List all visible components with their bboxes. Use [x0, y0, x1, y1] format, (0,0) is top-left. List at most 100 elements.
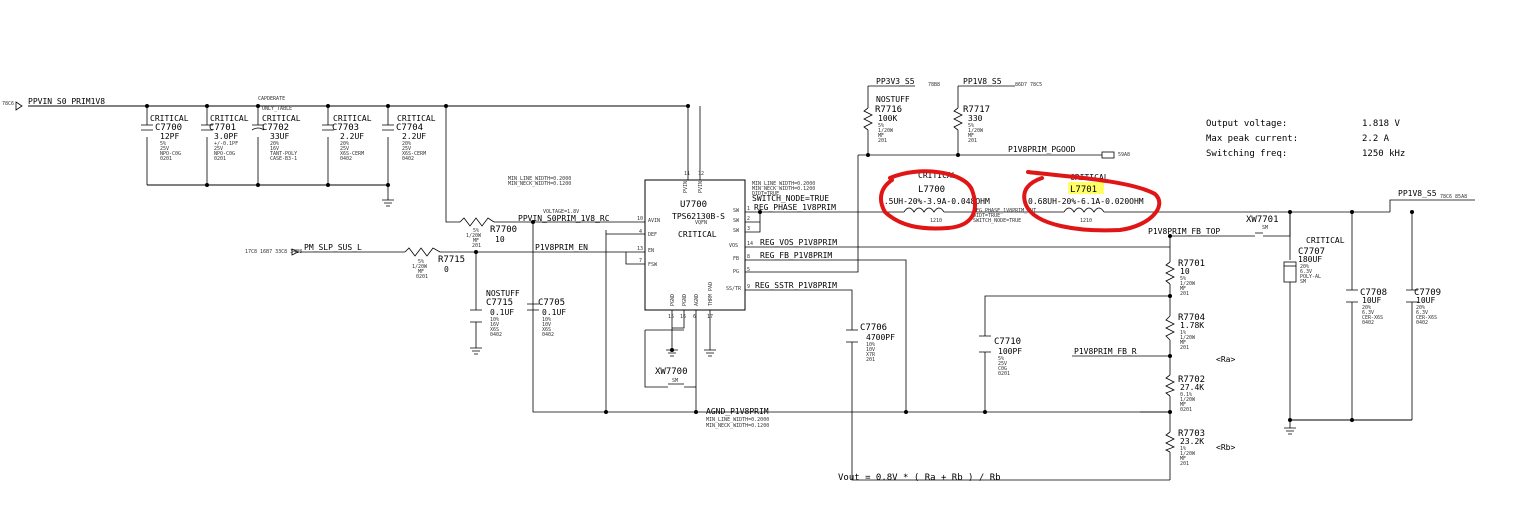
capacitor-icon	[527, 303, 539, 311]
ground-icon	[704, 349, 716, 357]
ref-designator: C7700	[155, 123, 182, 133]
junction-dot	[694, 410, 698, 414]
resistor-package: 201	[878, 138, 887, 144]
switch-node-note: SWITCH_NODE=TRUE	[752, 194, 829, 203]
resistor-value: 10	[1180, 267, 1190, 276]
inductor-icon	[903, 207, 945, 213]
voltage-note: VOLTAGE=1.8V	[543, 209, 579, 215]
cap-voltage: 25V	[160, 146, 169, 152]
resistor-r7716: NOSTUFF R7716 100K 5% 1/20W MF 201	[863, 95, 910, 144]
net-sstr: REG_SSTR_P1V8PRIM	[755, 281, 837, 290]
cap-dielectric: X6S	[490, 327, 499, 333]
inductor-package: 1210	[1080, 218, 1092, 224]
cap-tolerance: 20%	[1416, 305, 1425, 311]
net-phase: REG_PHASE_1V8PRIM	[754, 203, 836, 212]
cap-voltage: 25V	[998, 361, 1007, 367]
net-short-icon	[660, 383, 692, 388]
ref-designator: C7710	[994, 337, 1021, 347]
capacitor-icon	[1406, 289, 1418, 303]
cap-value: 100PF	[998, 347, 1022, 356]
cap-tolerance: 20%	[270, 141, 279, 147]
pin-number: 5	[747, 267, 750, 273]
capacitor-icon	[201, 124, 213, 131]
capacitor-icon	[470, 309, 482, 323]
cap-dielectric: CER-X6S	[1362, 315, 1383, 321]
resistor-type: MF	[968, 133, 974, 139]
ref-designator: C7704	[396, 123, 423, 133]
cap-voltage: 10V	[866, 347, 875, 353]
cap-dielectric: NPO-C0G	[214, 151, 235, 157]
offpage-ref: 78C6	[2, 101, 14, 107]
highlight-box	[1068, 182, 1104, 194]
cap-dielectric: X6S	[542, 327, 551, 333]
junction-dot	[1350, 210, 1354, 214]
junction-dot	[1168, 234, 1172, 238]
resistor-package: 201	[1180, 291, 1189, 297]
capacitor-c7703: CRITICAL C7703 2.2UF 20% 25V X6S-CERM 04…	[322, 114, 372, 162]
resistor-power: 1/20W	[466, 233, 482, 239]
capacitor-c7708: C7708 10UF 20% 6.3V CER-X6S 0402	[1346, 288, 1387, 326]
net-pgood: P1V8PRIM_PGOOD	[1008, 145, 1076, 154]
ref-designator: L7700	[918, 185, 945, 195]
ref-designator: R7703	[1178, 429, 1205, 439]
ref-designator: C7701	[209, 123, 236, 133]
cap-value: 10UF	[1416, 296, 1435, 305]
resistor-tolerance: 0.1%	[1180, 392, 1192, 398]
ref-designator: XW7700	[655, 367, 688, 377]
ic-u7700: U7700 TPS62130B-S VQFN CRITICAL 10 AVIN …	[637, 171, 753, 320]
cap-value: 0.1UF	[542, 308, 566, 317]
min-line-note: MIN_LINE_WIDTH=0.2000	[508, 176, 571, 182]
cap-voltage: 10V	[542, 322, 551, 328]
junction-dot	[866, 153, 870, 157]
resistor-icon	[1165, 261, 1175, 285]
critical-tag: CRITICAL	[918, 171, 957, 180]
phase-out-note: REG_PHASE_1V8PRIM_OUT	[973, 208, 1036, 214]
junction-dot	[531, 220, 535, 224]
cap-dielectric: C0G	[998, 366, 1007, 372]
junction-dot	[386, 104, 390, 108]
resistor-tolerance: 1%	[1180, 330, 1186, 336]
pin-name: AGND	[694, 294, 700, 306]
short-type: SM	[672, 378, 678, 384]
ref-designator: C7707	[1298, 247, 1325, 257]
cap-package: 0402	[542, 332, 554, 338]
cap-tolerance: 20%	[1362, 305, 1371, 311]
capacitor-c7715: NOSTUFF C7715 0.1UF 10% 16V X6S 0402	[470, 289, 520, 338]
offpage-ref: 86D7 78C5	[1015, 82, 1042, 88]
inductor-icon	[1063, 207, 1105, 213]
net-short-icon	[1250, 232, 1268, 237]
resistor-value: 0	[444, 265, 449, 274]
resistor-package: 0201	[416, 274, 428, 280]
resistor-type: MF	[1180, 456, 1186, 462]
resistor-icon	[863, 107, 873, 131]
offpage-arrow-icon	[15, 101, 23, 111]
cap-value: 0.1UF	[490, 308, 514, 317]
junction-dot	[386, 183, 390, 187]
resistor-value: 100K	[878, 114, 897, 123]
junction-dot	[326, 183, 330, 187]
didt-note: DIDT=TRUE	[752, 191, 779, 197]
cap-value: 12PF	[160, 132, 179, 141]
pin-name: FB	[733, 256, 739, 262]
resistor-power: 1/20W	[968, 128, 984, 134]
critical-tag: CRITICAL	[397, 114, 436, 123]
ref-designator: R7704	[1178, 313, 1205, 323]
resistor-type: MF	[1180, 340, 1186, 346]
junction-dot	[1168, 354, 1172, 358]
cap-package: 0402	[1362, 320, 1374, 326]
cap-dielectric: X6S-CERM	[340, 151, 364, 157]
junction-dot	[904, 410, 908, 414]
min-line-note: MIN_LINE_WIDTH=0.2000	[752, 181, 815, 187]
cap-dielectric: X6S-CERM	[402, 151, 426, 157]
resistor-value: 10	[495, 235, 505, 244]
pin-number: 9	[747, 284, 750, 290]
capacitor-c7706: C7706 4700PF 10% 10V X7R 201	[846, 323, 895, 363]
min-neck-note: MIN_NECK_WIDTH=0.1200	[752, 186, 815, 192]
pin-name: PVIN	[698, 181, 704, 193]
cap-value: 10UF	[1362, 296, 1381, 305]
pin-number: 11	[684, 171, 690, 177]
cap-package: SM	[1300, 279, 1306, 285]
resistor-r7715: R7715 0 5% 1/20W MF 0201	[404, 247, 465, 280]
resistor-type: MF	[1180, 286, 1186, 292]
